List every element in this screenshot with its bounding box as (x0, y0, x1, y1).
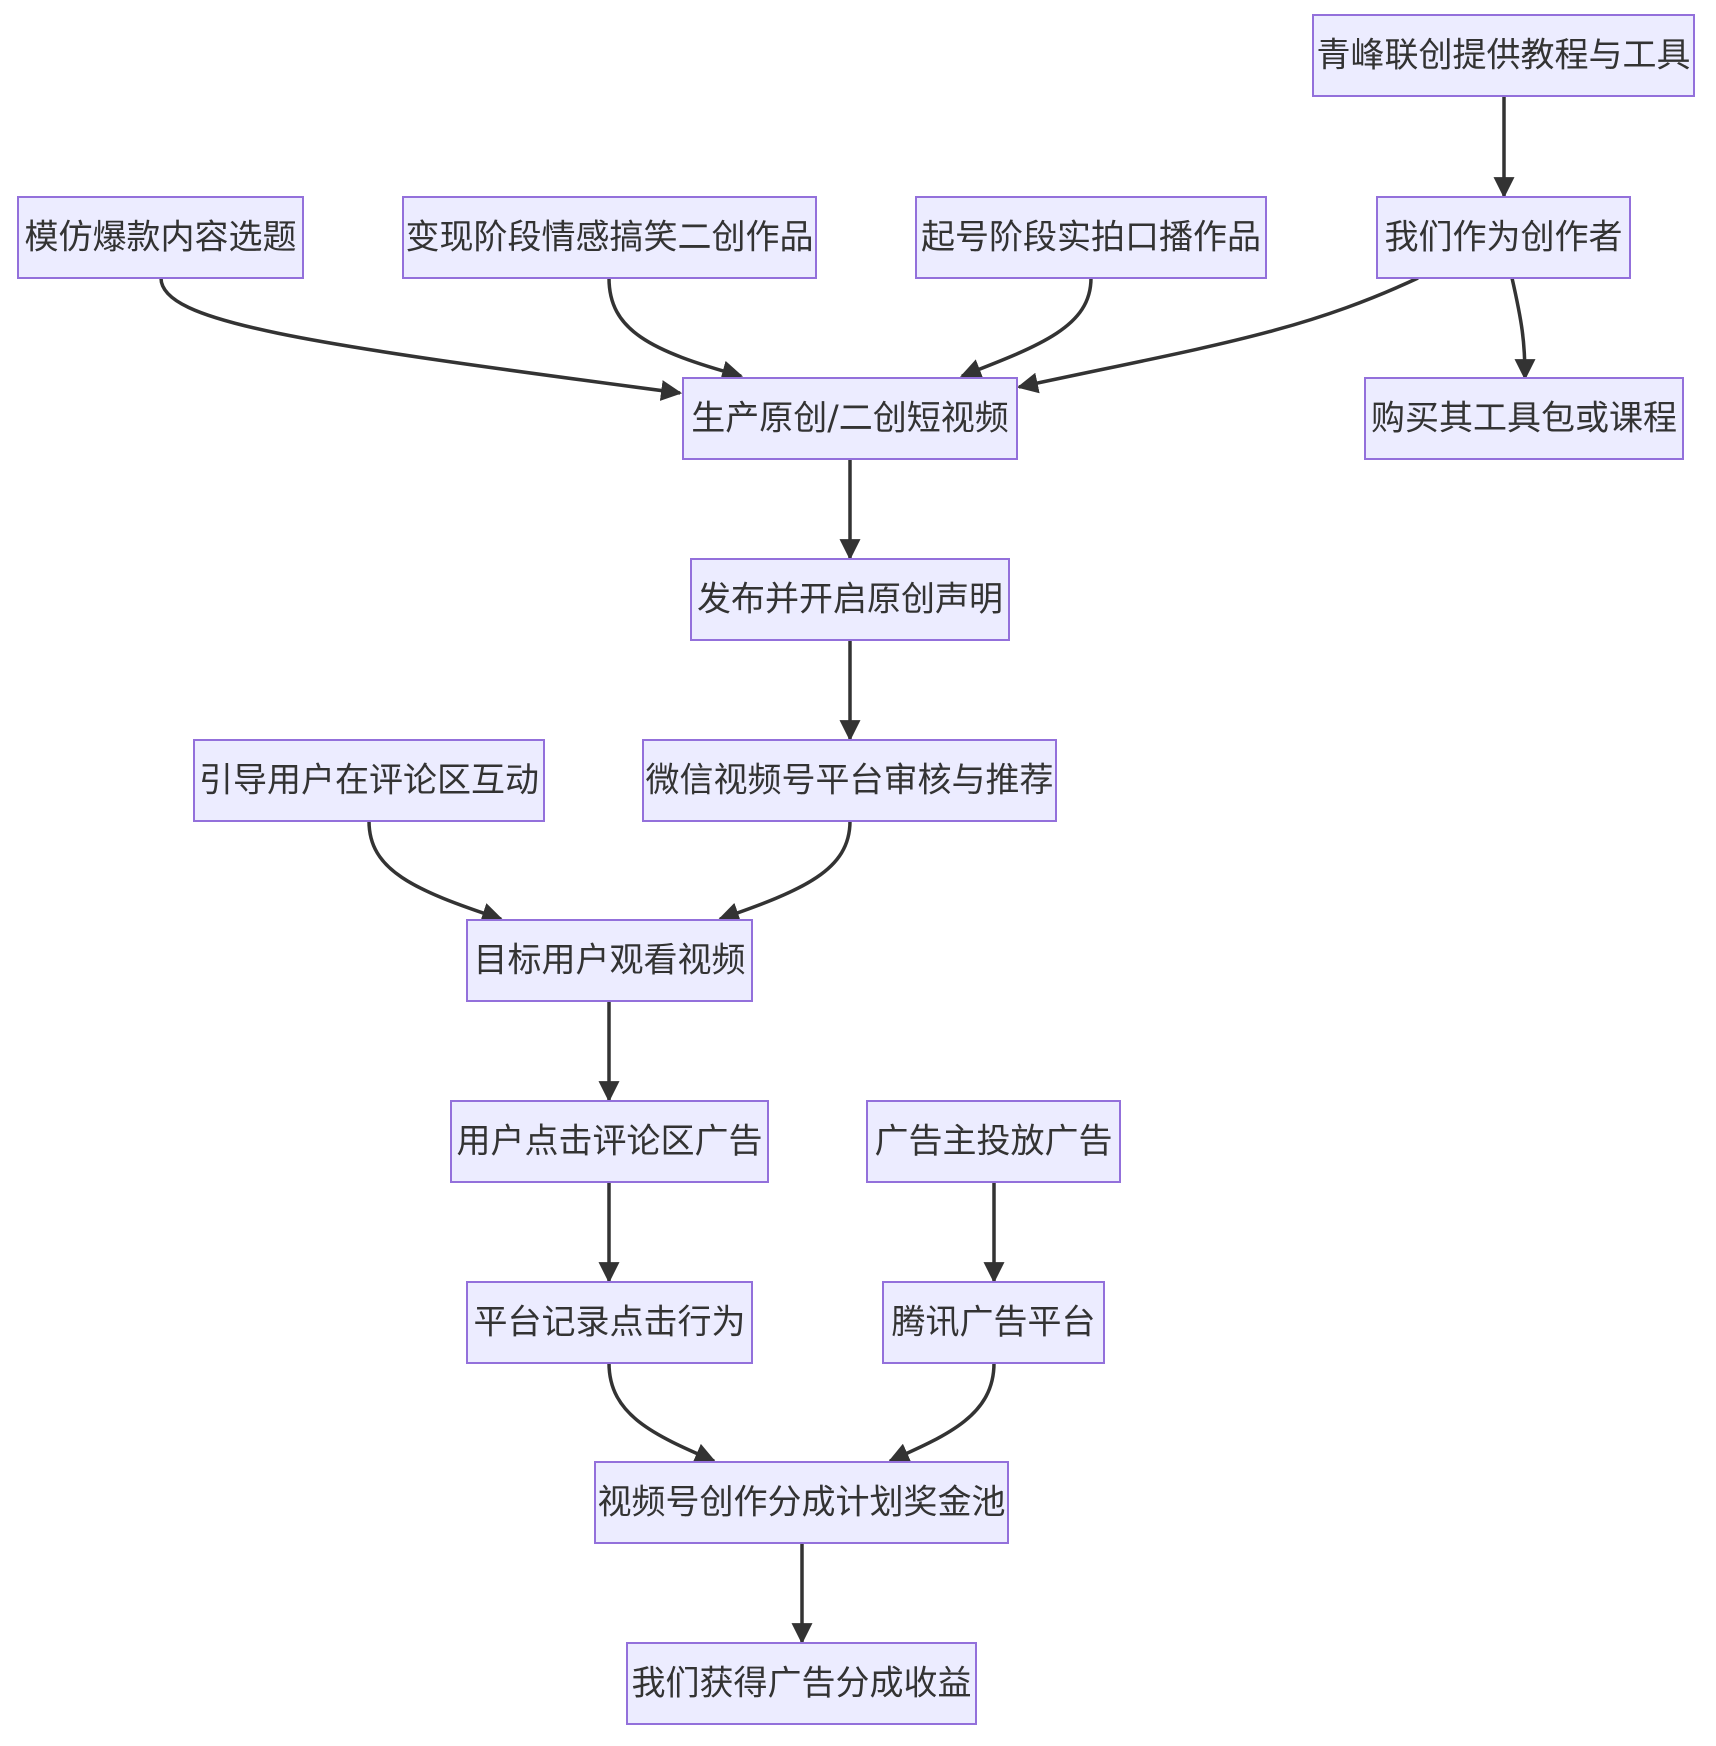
edge-imitate-to-produce (159, 277, 683, 401)
node-guide-users[interactable]: 引导用户在评论区互动 (193, 739, 545, 822)
node-start-stage[interactable]: 起号阶段实拍口播作品 (915, 196, 1267, 279)
edge-we-creators-to-produce (1016, 276, 1419, 394)
node-target-users[interactable]: 目标用户观看视频 (466, 919, 753, 1002)
node-record-click[interactable]: 平台记录点击行为 (466, 1281, 753, 1364)
node-wechat-review[interactable]: 微信视频号平台审核与推荐 (642, 739, 1057, 822)
node-label: 发布并开启原创声明 (697, 580, 1003, 620)
node-user-click-ad[interactable]: 用户点击评论区广告 (450, 1100, 769, 1183)
node-we-creators[interactable]: 我们作为创作者 (1376, 196, 1631, 279)
edge-tencent-ads-to-prize-pool (888, 1362, 996, 1463)
node-label: 起号阶段实拍口播作品 (921, 218, 1261, 258)
node-label: 引导用户在评论区互动 (199, 761, 539, 801)
node-label: 模仿爆款内容选题 (25, 218, 297, 258)
node-monetize-stage[interactable]: 变现阶段情感搞笑二创作品 (402, 196, 817, 279)
node-label: 微信视频号平台审核与推荐 (646, 761, 1054, 801)
edge-monetize-stage-to-produce (607, 277, 744, 382)
node-label: 腾讯广告平台 (892, 1303, 1096, 1343)
node-label: 视频号创作分成计划奖金池 (598, 1483, 1006, 1523)
node-produce-videos[interactable]: 生产原创/二创短视频 (682, 377, 1018, 460)
edge-record-click-to-prize-pool (607, 1362, 716, 1464)
node-label: 广告主投放广告 (875, 1122, 1113, 1162)
node-qingfeng-tools[interactable]: 青峰联创提供教程与工具 (1312, 14, 1695, 97)
node-advertiser[interactable]: 广告主投放广告 (866, 1100, 1121, 1183)
node-label: 变现阶段情感搞笑二创作品 (406, 218, 814, 258)
node-label: 购买其工具包或课程 (1371, 399, 1677, 439)
node-label: 平台记录点击行为 (474, 1303, 746, 1343)
node-label: 生产原创/二创短视频 (691, 399, 1008, 439)
edge-we-creators-to-buy-tools (1510, 277, 1536, 381)
node-label: 青峰联创提供教程与工具 (1317, 36, 1691, 76)
node-tencent-ads[interactable]: 腾讯广告平台 (882, 1281, 1105, 1364)
edge-guide-users-to-target-users (367, 820, 503, 924)
node-label: 目标用户观看视频 (474, 941, 746, 981)
node-label: 用户点击评论区广告 (457, 1122, 763, 1162)
node-publish-declare[interactable]: 发布并开启原创声明 (690, 558, 1010, 641)
node-label: 我们作为创作者 (1385, 218, 1623, 258)
node-label: 我们获得广告分成收益 (632, 1664, 972, 1704)
edge-start-stage-to-produce (960, 277, 1093, 379)
node-buy-tools[interactable]: 购买其工具包或课程 (1364, 377, 1684, 460)
node-prize-pool[interactable]: 视频号创作分成计划奖金池 (594, 1461, 1009, 1544)
node-imitate-topics[interactable]: 模仿爆款内容选题 (17, 196, 304, 279)
edge-wechat-review-to-target-users (718, 820, 852, 923)
node-earn-revenue[interactable]: 我们获得广告分成收益 (626, 1642, 977, 1725)
